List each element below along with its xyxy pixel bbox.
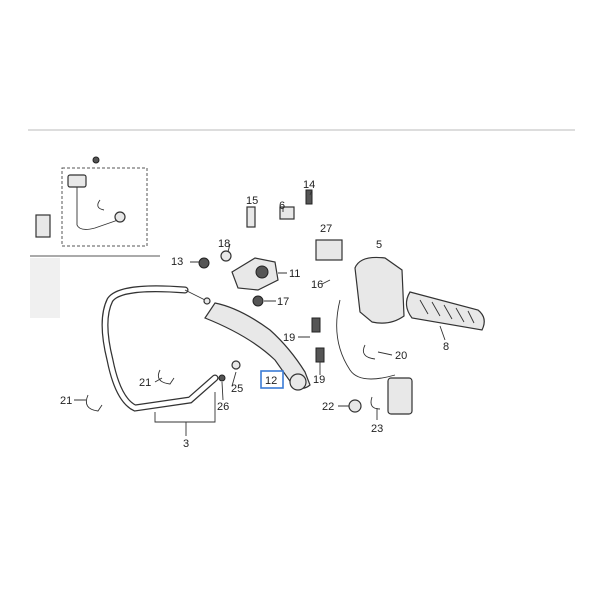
highlight-box <box>260 370 284 389</box>
callout-25[interactable]: 25 <box>231 383 243 395</box>
clutch-switch <box>315 239 343 261</box>
clamp-21 <box>85 394 103 412</box>
clamp-21 <box>157 369 175 385</box>
callout-17[interactable]: 17 <box>277 296 289 308</box>
clamp-22 <box>348 399 362 413</box>
callout-19-lower[interactable]: 19 <box>313 374 325 386</box>
callout-19[interactable]: 19 <box>283 332 295 344</box>
callout-16[interactable]: 16 <box>311 279 323 291</box>
callout-27[interactable]: 27 <box>320 223 332 235</box>
callout-3[interactable]: 3 <box>183 438 189 450</box>
callout-12[interactable]: 12 <box>265 375 277 387</box>
clamp-20 <box>362 344 376 360</box>
callout-14[interactable]: 14 <box>303 179 315 191</box>
callout-18[interactable]: 18 <box>218 238 230 250</box>
callout-13[interactable]: 13 <box>171 256 183 268</box>
clutch-cable <box>101 285 219 412</box>
callout-20[interactable]: 20 <box>395 350 407 362</box>
callout-5[interactable]: 5 <box>376 239 382 251</box>
callout-23[interactable]: 23 <box>371 423 383 435</box>
inset-sensor-assembly <box>30 156 160 318</box>
callout-21[interactable]: 21 <box>139 377 151 389</box>
callout-22[interactable]: 22 <box>322 401 334 413</box>
handlebar-switch <box>336 256 413 415</box>
callout-15[interactable]: 15 <box>246 195 258 207</box>
callout-6[interactable]: 6 <box>279 200 285 212</box>
handle-grip <box>405 291 485 331</box>
lever-bracket <box>198 189 313 307</box>
callout-26[interactable]: 26 <box>217 401 229 413</box>
clamp-23 <box>370 396 381 410</box>
callout-8[interactable]: 8 <box>443 341 449 353</box>
callout-21-left[interactable]: 21 <box>60 395 72 407</box>
clutch-lever <box>204 302 311 391</box>
callout-11[interactable]: 11 <box>289 268 300 280</box>
